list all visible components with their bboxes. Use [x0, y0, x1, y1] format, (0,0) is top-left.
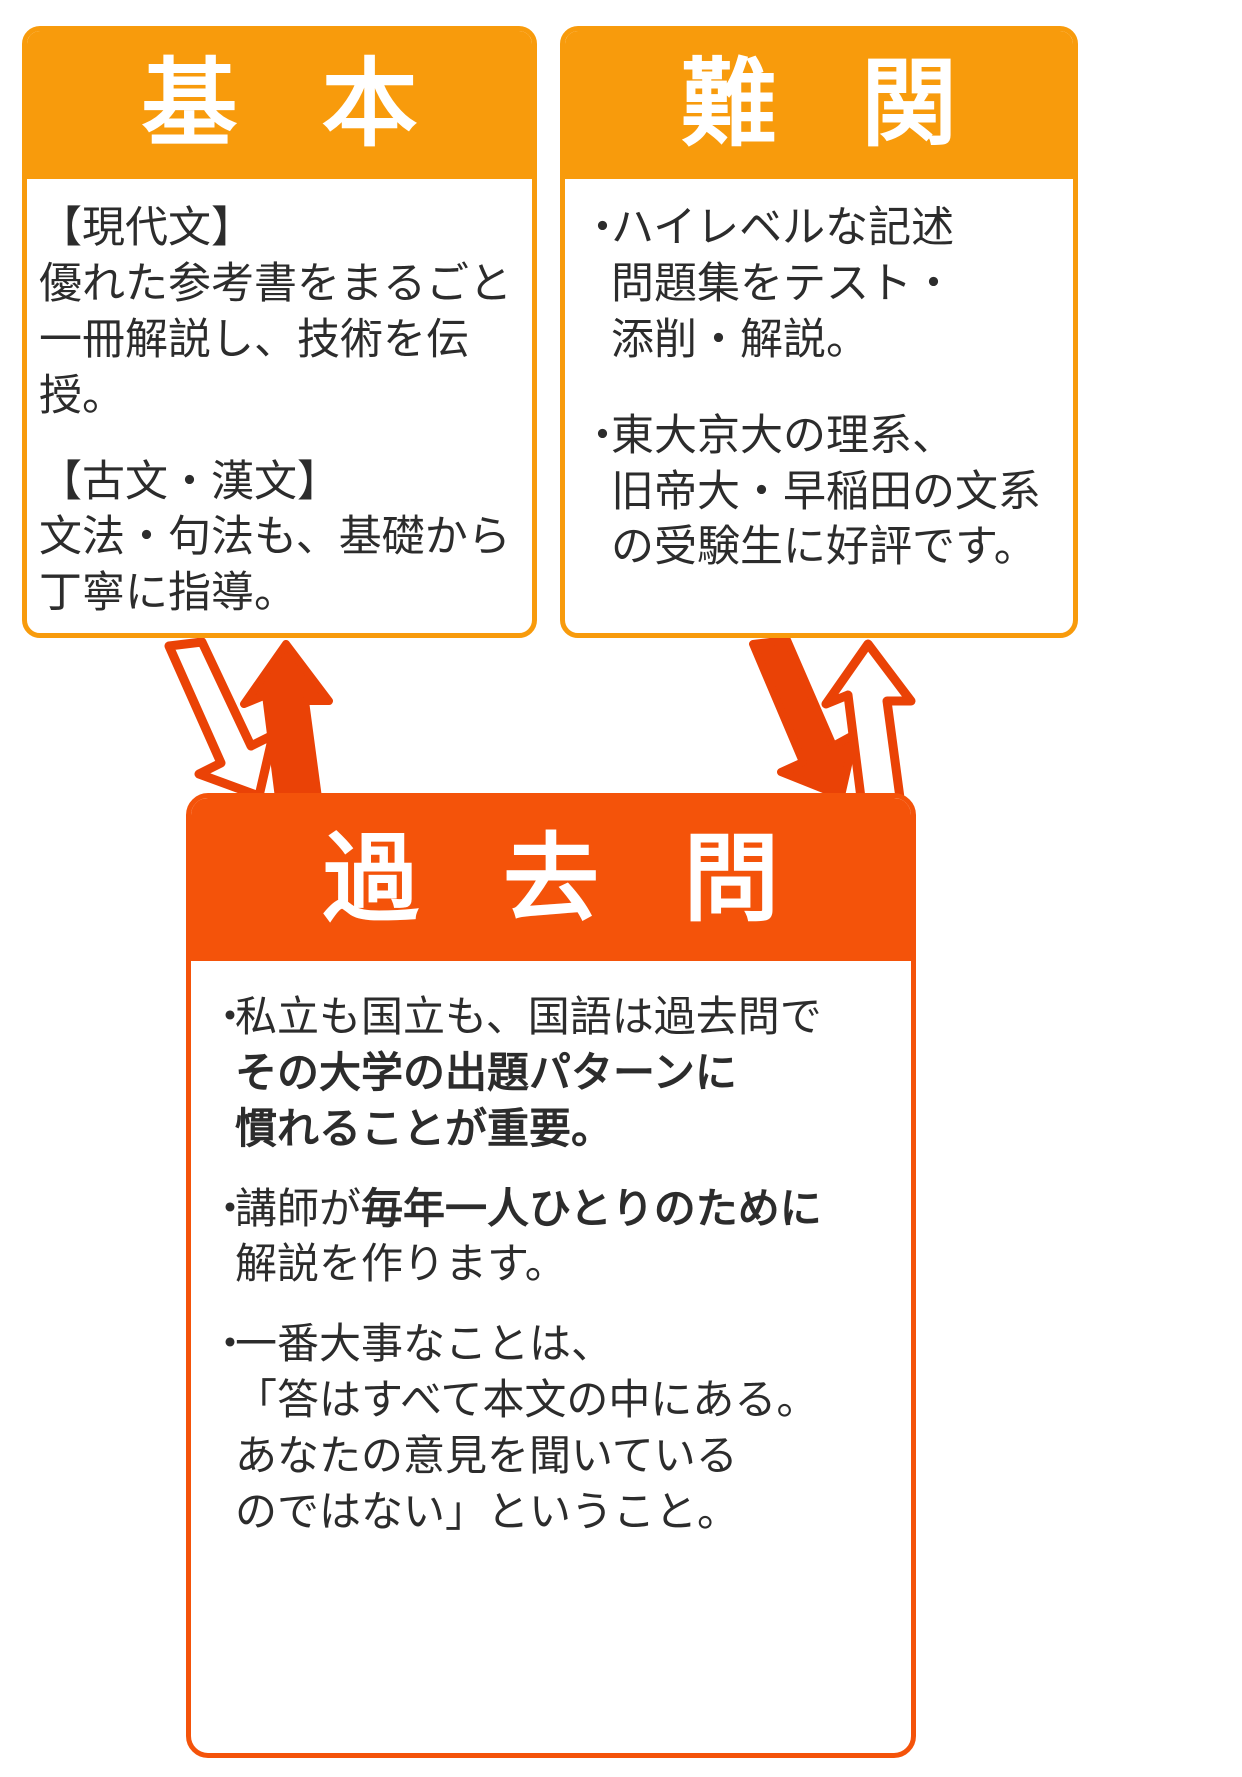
arrow-down-outline-icon [164, 638, 278, 798]
arrow-group-left [155, 638, 375, 798]
arrow-down-solid-icon [749, 638, 859, 798]
bullet-marker-icon: ・ [581, 204, 624, 252]
list-item: ・ 私立も国立も、国語は過去問でその大学の出題パターンに 慣れることが重要。 [209, 989, 893, 1157]
card-past-bullet-2-lead: 講師が [235, 1184, 362, 1232]
card-past-title: 過 去 問 [191, 798, 911, 961]
bullet-marker-icon: ・ [209, 1184, 252, 1232]
card-hard-body: ・ ハイレベルな記述 問題集をテスト・ 添削・解説。 ・ 東大京大の理系、 旧帝… [565, 179, 1073, 626]
card-past-bullet-2: 講師が毎年一人ひとりのために 解説を作ります。 [235, 1181, 893, 1293]
list-item: ・ 東大京大の理系、 旧帝大・早稲田の文系 の受験生に好評です。 [581, 409, 1061, 577]
card-basic-section-classical: 【古文・漢文】 文法・句法も、基礎から 丁寧に指導。 [39, 457, 511, 618]
arrow-up-solid-icon [240, 640, 333, 798]
card-hard-title: 難 関 [565, 31, 1073, 179]
arrow-up-outline-icon [821, 639, 916, 798]
card-basic: 基 本 【現代文】 優れた参考書をまるごと 一冊解説し、技術を伝授。 【古文・漢… [22, 26, 537, 638]
card-past-bullet-2-tail: 解説を作ります。 [235, 1240, 567, 1288]
card-past-bullet-1: 私立も国立も、国語は過去問でその大学の出題パターンに 慣れることが重要。 [235, 989, 893, 1157]
card-past-bullet-1-bold: その大学の出題パターンに 慣れることが重要。 [235, 1048, 737, 1152]
list-item: ・ 講師が毎年一人ひとりのために 解説を作ります。 [209, 1181, 893, 1293]
card-basic-body: 【現代文】 優れた参考書をまるごと 一冊解説し、技術を伝授。 【古文・漢文】 文… [27, 179, 532, 632]
card-hard: 難 関 ・ ハイレベルな記述 問題集をテスト・ 添削・解説。 ・ 東大京大の理系… [560, 26, 1078, 638]
bullet-marker-icon: ・ [581, 411, 624, 460]
card-past-body: ・ 私立も国立も、国語は過去問でその大学の出題パターンに 慣れることが重要。 ・… [191, 961, 911, 1574]
card-hard-bullet-1: ハイレベルな記述 問題集をテスト・ 添削・解説。 [611, 204, 955, 364]
card-hard-bullet-2: 東大京大の理系、 旧帝大・早稲田の文系 の受験生に好評です。 [611, 411, 1041, 572]
card-past-bullet-1-lead: 私立も国立も、国語は過去問で [235, 993, 822, 1040]
card-past-bullet-2-bold: 毎年一人ひとりのために [361, 1184, 822, 1232]
card-past-bullet-3: 一番大事なことは、 「答はすべて本文の中にある。 あなたの意見を聞いている ので… [235, 1320, 819, 1535]
bullet-marker-icon: ・ [209, 993, 252, 1040]
list-item: ・ ハイレベルな記述 問題集をテスト・ 添削・解説。 [581, 201, 1061, 369]
list-item: ・ 一番大事なことは、 「答はすべて本文の中にある。 あなたの意見を聞いている … [209, 1316, 893, 1539]
card-past: 過 去 問 ・ 私立も国立も、国語は過去問でその大学の出題パターンに 慣れること… [186, 793, 916, 1758]
bullet-marker-icon: ・ [209, 1320, 252, 1368]
arrow-group-right [735, 638, 955, 798]
card-basic-section-modern: 【現代文】 優れた参考書をまるごと 一冊解説し、技術を伝授。 [39, 204, 512, 420]
card-basic-title: 基 本 [27, 31, 532, 179]
